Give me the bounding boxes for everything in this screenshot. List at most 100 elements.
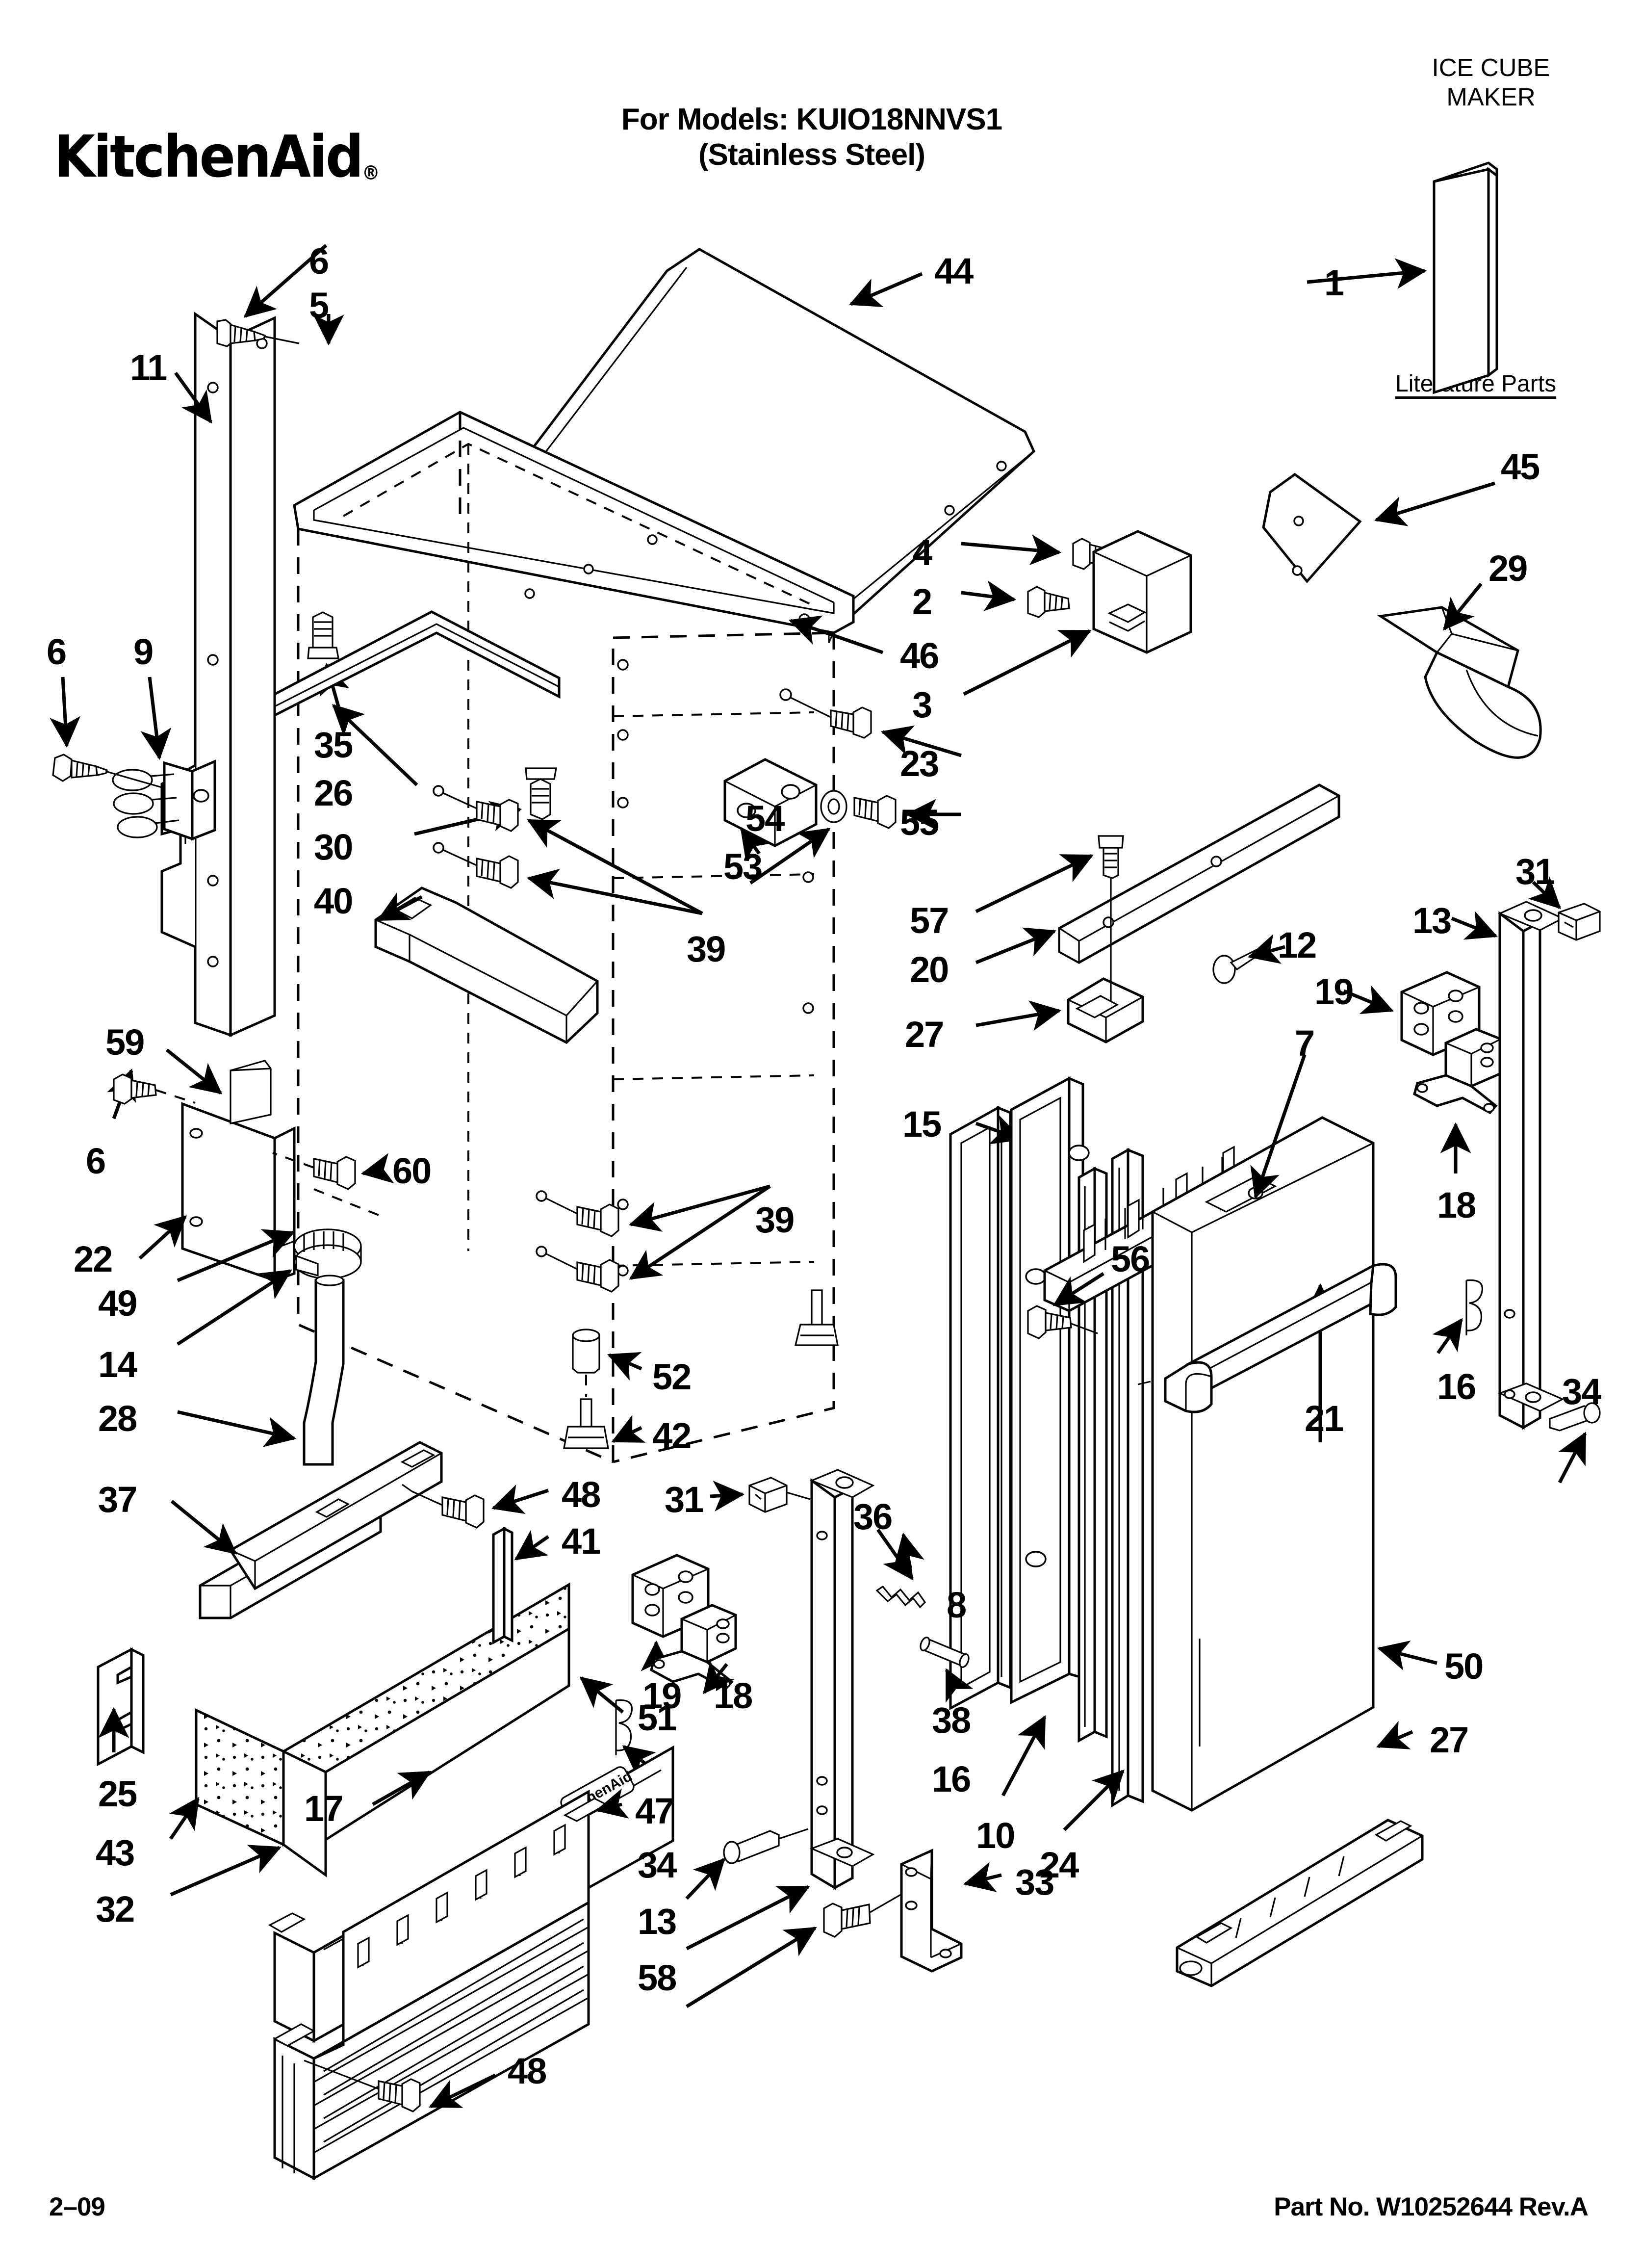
callout-number-6: 6: [86, 1141, 106, 1181]
callout-number-52: 52: [652, 1356, 692, 1397]
part-52-bushing: [572, 1329, 600, 1397]
model-line-1: For Models: KUIO18NNVS1: [621, 103, 1002, 136]
part-42-leveling-leg: [563, 1398, 609, 1449]
part-45-access-panel: [1262, 472, 1362, 583]
part-door-inner-panel: [1010, 1076, 1090, 1705]
leader-40: [377, 892, 423, 922]
part-27-end-cap-lower: [1176, 1819, 1424, 1987]
leader-16-lower: [622, 1745, 668, 1782]
callout-number-15: 15: [902, 1104, 942, 1145]
leader-39b: [526, 868, 703, 915]
leader-59: [165, 1048, 223, 1095]
callout-number-37: 37: [98, 1479, 137, 1520]
part-59-label-plate: [230, 1060, 272, 1124]
callout-number-48: 48: [508, 2051, 547, 2091]
callout-number-1: 1: [1324, 262, 1344, 303]
part-48-screw-lower: [304, 2059, 421, 2112]
callout-number-42: 42: [652, 1415, 692, 1456]
part-38-roll-pin: [920, 1637, 970, 1668]
part-57-screw: [1098, 835, 1124, 920]
section-title-line-1: ICE CUBE: [1432, 53, 1550, 81]
leader-47: [685, 1857, 725, 1900]
callout-number-10: 10: [976, 1815, 1015, 1856]
part-6-screw-lower: [113, 1073, 196, 1105]
callout-number-51: 51: [638, 1697, 677, 1738]
part-18-angle-bracket: [1413, 1028, 1502, 1115]
footer-date-code: 2–09: [49, 2192, 105, 2221]
callout-number-30: 30: [314, 827, 353, 867]
leader-8: [894, 1532, 924, 1568]
callout-number-34: 34: [1562, 1371, 1601, 1412]
callout-number-25: 25: [98, 1773, 137, 1814]
part-53-washer: [820, 790, 847, 823]
part-25-retainer-clip: [97, 1647, 145, 1767]
callout-number-49: 49: [98, 1283, 137, 1324]
part-31-door-catch-center: [748, 1477, 811, 1513]
leader-48-upper: [491, 1485, 549, 1514]
leader-30: [414, 801, 522, 836]
leader-38: [945, 1668, 974, 1703]
part-27-end-cap-upper: [1067, 920, 1144, 1043]
callout-number-60: 60: [392, 1150, 432, 1191]
callout-number-44: 44: [934, 251, 974, 291]
part-56-screw: [1027, 1305, 1098, 1339]
part-13-door-pillar-right: [1497, 901, 1565, 1430]
leader-7: [1250, 1054, 1307, 1199]
part-22-access-cover: [181, 1102, 296, 1282]
callout-number-16: 16: [932, 1759, 971, 1799]
leader-10: [1001, 1715, 1047, 1797]
leader-35: [319, 662, 350, 707]
part-44-top-panel: [468, 248, 1036, 643]
part-6-screw-top: [216, 319, 300, 347]
callout-number-46: 46: [900, 635, 939, 676]
leader-36: [876, 1528, 914, 1581]
callout-number-41: 41: [562, 1521, 601, 1562]
callout-number-40: 40: [314, 881, 353, 921]
part-40-ice-bin: [374, 886, 599, 1044]
kitchenaid-badge-text: KitchenAid: [559, 1768, 635, 1820]
callout-number-28: 28: [98, 1398, 137, 1439]
part-21-door-outer-panel: [1151, 1116, 1375, 1812]
callout-number-23: 23: [900, 743, 939, 784]
leader-39c: [628, 1184, 770, 1232]
part-47-pin: [723, 1828, 809, 1864]
callout-number-7: 7: [1295, 1023, 1315, 1064]
callout-number-29: 29: [1488, 548, 1528, 589]
part-11-side-bracket: [160, 312, 276, 1037]
page-title: For Models: KUIO18NNVS1 (Stainless Steel…: [564, 102, 1059, 173]
part-60-screw: [272, 1152, 383, 1218]
leader-39a: [527, 818, 703, 915]
leader-32: [170, 1845, 282, 1897]
section-title-line-2: MAKER: [1446, 83, 1536, 111]
callout-number-43: 43: [96, 1832, 135, 1873]
leader-39d: [629, 1185, 771, 1280]
leader-16-right: [1432, 1318, 1463, 1355]
callout-number-11: 11: [130, 347, 167, 388]
leader-15: [975, 1115, 1023, 1145]
callout-number-31: 31: [1515, 851, 1555, 892]
leader-60: [360, 1153, 394, 1184]
part-4-screw: [1072, 538, 1115, 570]
leader-43: [169, 1797, 200, 1840]
leader-14: [177, 1269, 292, 1346]
model-line-2: (Stainless Steel): [698, 137, 925, 172]
leader-13-right: [1451, 911, 1498, 940]
part-31-door-catch-right: [1558, 903, 1601, 941]
part-26-shelf-rail: [273, 610, 561, 718]
part-screw-37-mount: [402, 1484, 412, 1492]
callout-number-12: 12: [1278, 925, 1317, 965]
callout-number-59: 59: [105, 1022, 145, 1063]
callout-number-47: 47: [635, 1791, 674, 1831]
callout-number-16: 16: [1437, 1366, 1476, 1407]
callout-number-18: 18: [1437, 1185, 1476, 1225]
callout-number-27: 27: [1430, 1720, 1469, 1760]
callout-number-26: 26: [314, 773, 353, 813]
part-16-clip-lower: [615, 1699, 633, 1755]
leader-52: [607, 1352, 642, 1381]
part-55-screw: [853, 795, 897, 829]
part-47-louvered-grille: [273, 1789, 608, 2181]
callout-number-6: 6: [309, 241, 329, 282]
leader-58: [686, 1927, 817, 2008]
part-7-door-handle: [1137, 1263, 1397, 1413]
